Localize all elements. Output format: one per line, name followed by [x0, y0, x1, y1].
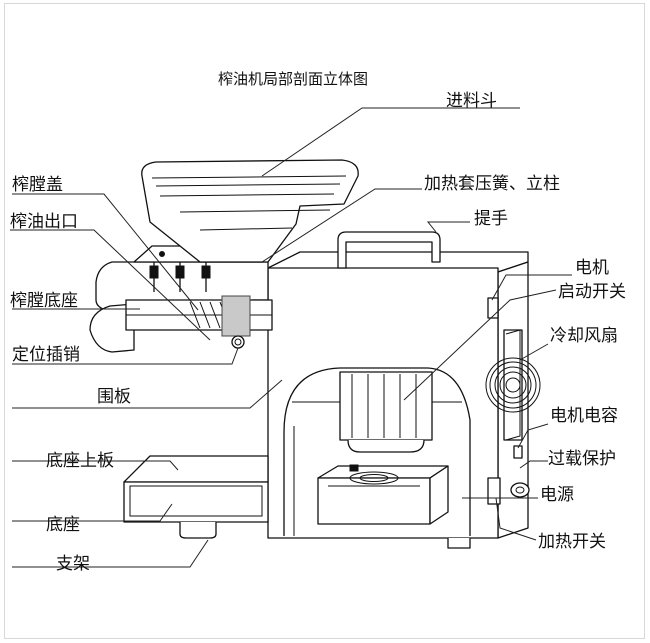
leader-lines — [10, 107, 572, 568]
lower-fan-box — [317, 464, 449, 525]
label-press-cover: 榨膛盖 — [12, 175, 63, 195]
label-start-switch: 启动开关 — [558, 282, 626, 302]
label-hopper: 进料斗 — [446, 91, 497, 111]
feed-hopper — [141, 159, 359, 263]
label-power: 电源 — [540, 485, 574, 505]
oil-press-machine — [89, 159, 541, 549]
label-locating-pin: 定位插销 — [12, 345, 80, 365]
label-cooling-fan: 冷却风扇 — [550, 326, 618, 346]
label-motor: 电机 — [575, 258, 609, 278]
machine-base — [123, 455, 471, 549]
label-base-top-plate: 底座上板 — [46, 451, 114, 471]
label-support: 支架 — [56, 554, 90, 574]
label-handle: 提手 — [474, 209, 508, 229]
label-press-base: 榨膛底座 — [10, 291, 78, 311]
image-border — [4, 3, 645, 639]
label-oil-outlet: 榨油出口 — [10, 212, 78, 232]
label-base: 底座 — [46, 515, 80, 535]
diagram-title: 榨油机局部剖面立体图 — [218, 70, 368, 88]
locating-pin-part — [231, 335, 245, 349]
callout-labels: 进料斗 加热套压簧、立柱 榨膛盖 提手 榨油出口 电机 启动开关 榨膛底座 冷却… — [10, 91, 626, 574]
label-heating-switch: 加热开关 — [538, 532, 606, 552]
label-heater-spring-pillar: 加热套压簧、立柱 — [424, 174, 560, 194]
label-motor-capacitor: 电机电容 — [550, 406, 618, 426]
start-switch-knob — [487, 297, 499, 319]
overload-button — [513, 445, 523, 459]
carry-handle — [337, 231, 441, 269]
label-overload-protection: 过载保护 — [548, 449, 616, 469]
heating-switch-knob — [487, 477, 501, 505]
label-enclosure: 围板 — [97, 387, 131, 407]
power-socket — [510, 482, 530, 498]
motor-body — [339, 371, 433, 453]
press-chamber — [89, 245, 273, 353]
